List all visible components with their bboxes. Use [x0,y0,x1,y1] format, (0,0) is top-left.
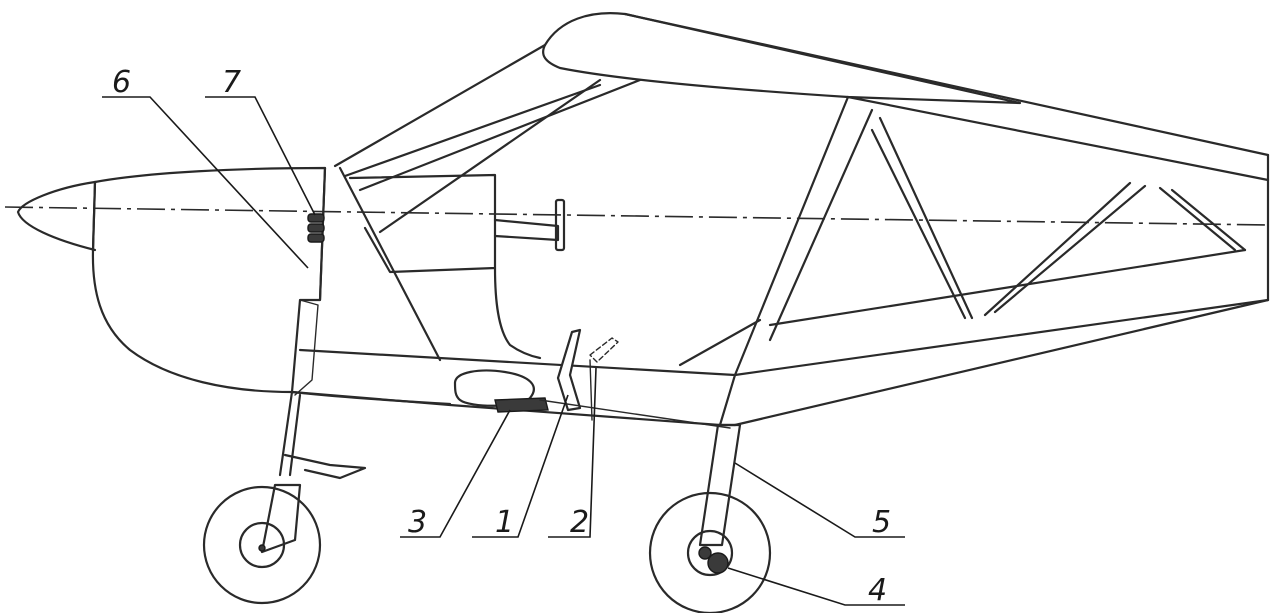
callout-7-leader [205,96,316,216]
cabin-brace-3 [378,78,602,234]
control-column [493,218,560,242]
control-yoke [554,198,566,252]
cabin-brace-1 [338,166,442,362]
master-cylinder [494,397,549,413]
diagonal-brace-6 [1170,188,1247,252]
brake-line-main [539,399,731,429]
nose-wheel [202,485,322,605]
brake-reservoir-spring [307,213,325,243]
callout-3-leader [400,409,511,538]
nose-gear-leg [278,390,302,477]
callout-label-1: 1 [495,505,514,540]
spinner-back-plate [91,180,97,252]
fuselage-upper-longeron [846,95,1270,182]
callout-label-5: 5 [872,505,891,540]
cabin-brace-2 [358,78,642,192]
callout-6-leader [102,96,309,269]
diagonal-brace-3 [983,181,1132,317]
cabin-floor-left [298,348,737,427]
fuselage-lower-longeron [733,298,1270,377]
brake-line-front [294,299,319,396]
seat-profile [493,266,542,360]
main-wheel-axle [698,546,712,560]
callout-4-leader [727,567,905,606]
main-gear-leg [698,423,742,547]
nose-gear-fork [260,483,302,554]
parking-brake-rod [589,359,593,421]
windshield-frame-rear [343,83,602,178]
callout-label-6: 6 [112,65,131,100]
nose-wheel-hub [238,521,286,569]
brake-caliper [707,552,729,574]
callout-label-2: 2 [570,505,589,540]
diagonal-brace-2 [870,128,967,320]
fuselage-top-longeron [623,12,1270,157]
main-vertical-strut-front [733,95,850,377]
brake-lever [556,328,582,412]
propeller-spinner [16,180,97,252]
engine-cowling [91,166,327,394]
diagonal-brace-4 [993,184,1147,314]
wing-outline [542,12,1022,105]
callout-5-leader [734,462,905,538]
fuselage-mid-longeron [768,248,1247,327]
callout-2-leader [548,367,597,538]
main-wheel-hub [686,529,734,577]
callout-label-4: 4 [868,573,887,608]
diagonal-brace-1 [878,116,974,320]
windshield-frame-front [333,43,547,168]
callout-label-7: 7 [222,65,241,100]
nose-wheel-axle [258,544,266,552]
diagonal-brace-5 [1158,186,1237,252]
center-axis-line [4,206,1269,226]
callout-label-3: 3 [408,505,427,540]
callout-1-leader [472,394,569,538]
fuselage-bottom-longeron [733,298,1270,427]
main-wheel [648,491,772,613]
main-vertical-strut-rear [768,108,874,342]
cabin-lower-brace [678,318,762,367]
parking-brake-handle [589,337,619,363]
rudder-pedal-link [283,453,367,480]
instrument-panel [348,173,497,274]
